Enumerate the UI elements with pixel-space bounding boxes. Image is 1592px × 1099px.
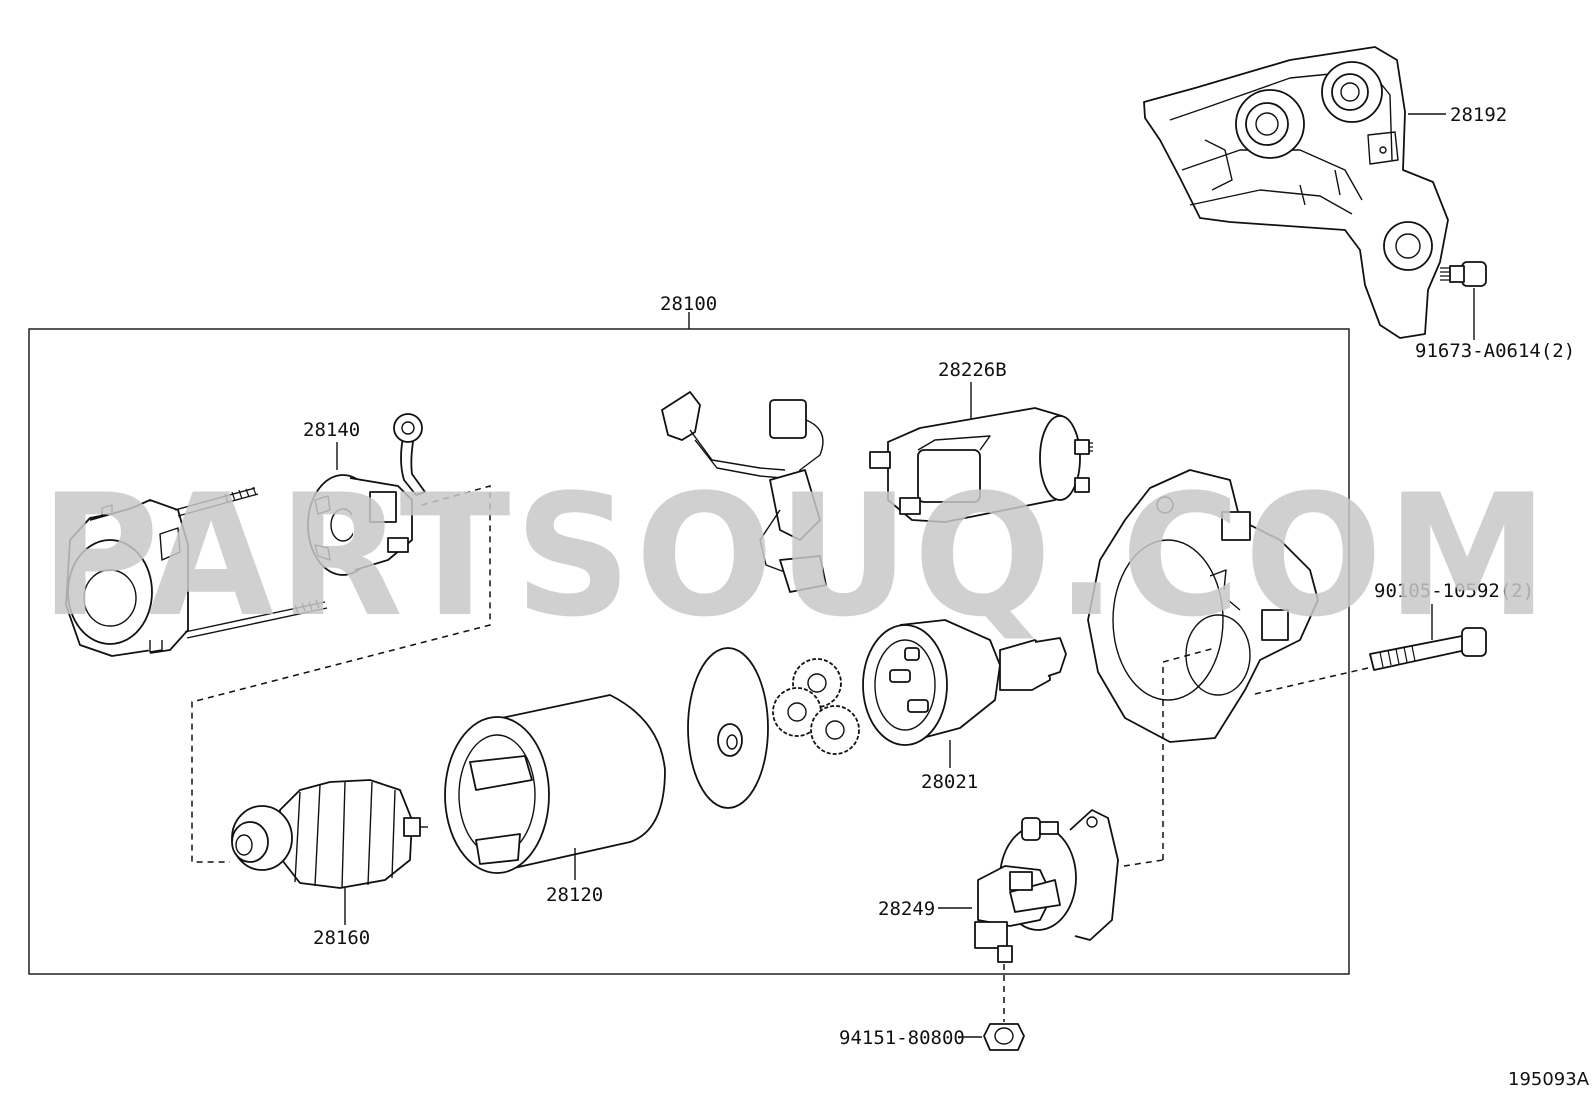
planetary-gears[interactable] xyxy=(772,658,860,755)
svg-text:28100: 28100 xyxy=(660,293,717,315)
part-label-28160[interactable]: 28160 xyxy=(313,927,370,949)
part-label-28226B[interactable]: 28226B xyxy=(938,359,1007,381)
part-label-28140[interactable]: 28140 xyxy=(303,419,360,441)
part-label-91673[interactable]: 91673-A0614(2) xyxy=(1415,340,1575,362)
part-label-90105[interactable]: 90105-10592(2) xyxy=(1374,580,1534,602)
armature-28160[interactable] xyxy=(231,779,428,889)
magnetic-switch-28226B[interactable] xyxy=(869,407,1093,523)
bolt-91673[interactable] xyxy=(1440,261,1487,287)
bolt-90105[interactable] xyxy=(1369,627,1487,671)
part-label-28100[interactable]: 28100 xyxy=(660,293,717,315)
through-bolt-lower xyxy=(184,599,328,639)
drive-end-bracket-28192[interactable] xyxy=(1143,46,1449,339)
alignment-guide-left xyxy=(191,485,491,863)
lead-wire[interactable] xyxy=(661,391,827,593)
svg-text:28192: 28192 xyxy=(1450,104,1507,126)
solenoid-bracket-28249[interactable] xyxy=(974,809,1119,963)
alignment-guide-housing xyxy=(1162,647,1216,860)
part-label-94151[interactable]: 94151-80800 xyxy=(839,1027,965,1049)
through-bolt-upper xyxy=(174,486,259,517)
svg-text:28021: 28021 xyxy=(921,771,978,793)
watermark: PARTSOUQ.COM xyxy=(40,458,1552,654)
alignment-guide-bolt xyxy=(1254,667,1369,695)
commutator-end-frame[interactable] xyxy=(65,499,189,657)
nut-94151[interactable] xyxy=(983,1023,1025,1051)
svg-text:90105-10592(2): 90105-10592(2) xyxy=(1374,580,1534,602)
svg-text:28160: 28160 xyxy=(313,927,370,949)
brush-holder-28140[interactable] xyxy=(307,413,426,576)
svg-text:94151-80800: 94151-80800 xyxy=(839,1027,965,1049)
svg-text:91673-A0614(2): 91673-A0614(2) xyxy=(1415,340,1575,362)
part-label-28249[interactable]: 28249 xyxy=(878,898,935,920)
starter-clutch-28021[interactable] xyxy=(862,619,1067,746)
part-label-28192[interactable]: 28192 xyxy=(1450,104,1507,126)
part-label-28021[interactable]: 28021 xyxy=(921,771,978,793)
yoke-28120[interactable] xyxy=(444,694,666,874)
part-label-28120[interactable]: 28120 xyxy=(546,884,603,906)
svg-text:28249: 28249 xyxy=(878,898,935,920)
alignment-guide-bracket xyxy=(1123,859,1164,867)
diagram-reference: 195093A xyxy=(1508,1069,1590,1090)
bracket-bolt[interactable] xyxy=(1021,817,1059,841)
svg-text:28120: 28120 xyxy=(546,884,603,906)
gear-plate[interactable] xyxy=(687,647,769,809)
drive-housing[interactable] xyxy=(1087,469,1319,743)
